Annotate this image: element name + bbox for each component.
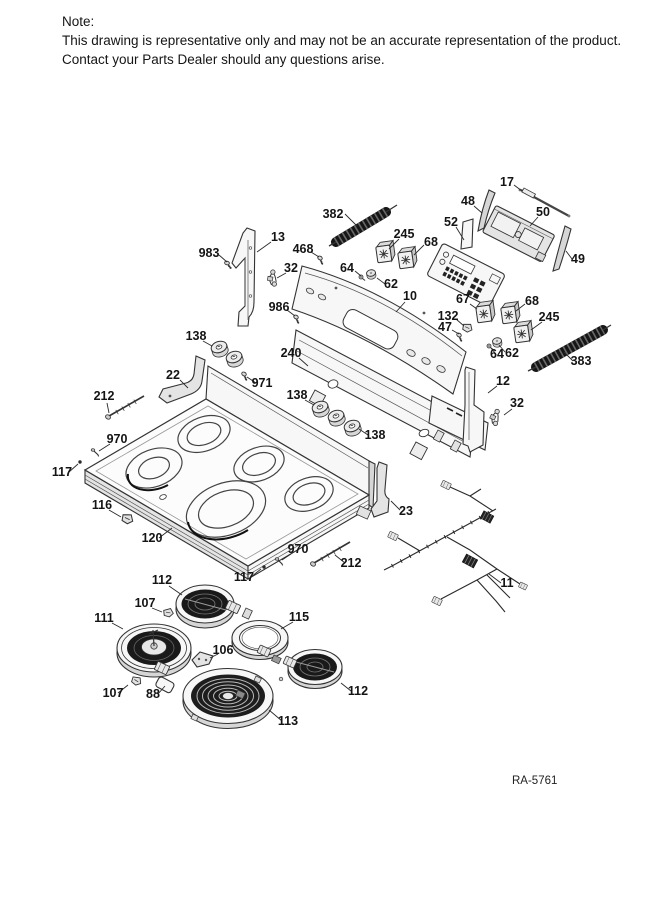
part-label-17: 17: [500, 175, 514, 189]
side-trim-bracket-13: [231, 227, 256, 327]
screw-212-left: [105, 395, 145, 420]
part-labels: 382 245 68 983 13 468 32 64 62 10 52 48 …: [52, 175, 592, 728]
part-label-50: 50: [536, 205, 550, 219]
part-label-245-a: 245: [394, 227, 415, 241]
part-label-62-a: 62: [384, 277, 398, 291]
radiant-element-112-right: [278, 648, 343, 690]
part-label-67: 67: [456, 292, 470, 306]
side-trim-bracket-12: [462, 366, 485, 453]
dual-radiant-element-113: [182, 667, 274, 730]
radiant-element-112-top: [175, 584, 253, 629]
control-panel-10: [291, 265, 467, 395]
part-label-986: 986: [269, 300, 290, 314]
screw-212-right: [310, 541, 351, 567]
part-label-138-b: 138: [287, 388, 308, 402]
part-label-10: 10: [403, 289, 417, 303]
rod-17: [518, 187, 571, 218]
part-label-12: 12: [496, 374, 510, 388]
part-label-383: 383: [571, 354, 592, 368]
part-label-49: 49: [571, 252, 585, 266]
part-label-245-b: 245: [539, 310, 560, 324]
part-label-32-a: 32: [284, 261, 298, 275]
coil-element-382: [328, 204, 398, 247]
part-label-106: 106: [213, 643, 234, 657]
part-label-48: 48: [461, 194, 475, 208]
note-line-1: This drawing is representative only and …: [62, 33, 622, 48]
part-label-970-b: 970: [288, 542, 309, 556]
burner-zones: [125, 414, 334, 538]
part-label-971: 971: [252, 376, 273, 390]
wiring-harness-11: [383, 479, 529, 613]
part-label-22: 22: [166, 368, 180, 382]
part-label-111: 111: [94, 611, 114, 625]
part-label-240: 240: [281, 346, 302, 360]
part-label-52: 52: [444, 215, 458, 229]
leader-lines: [68, 184, 574, 722]
note-title: Note:: [62, 14, 95, 29]
glass-cooktop-120: [83, 365, 376, 580]
diagram-reference-code: RA-5761: [512, 775, 558, 787]
part-label-112-b: 112: [348, 684, 368, 698]
radiant-element-111: [116, 623, 192, 678]
part-label-120: 120: [142, 531, 163, 545]
part-label-88: 88: [146, 687, 160, 701]
part-label-468: 468: [293, 242, 314, 256]
part-label-138-c: 138: [365, 428, 386, 442]
element-bracket-106: [191, 651, 214, 668]
note-line-2: Contact your Parts Dealer should any que…: [62, 52, 385, 67]
part-label-132: 132: [438, 309, 459, 323]
part-label-115: 115: [289, 610, 309, 624]
part-label-113: 113: [278, 714, 298, 728]
part-label-112-a: 112: [152, 573, 172, 587]
mount-strap-49: [552, 225, 572, 272]
part-label-62-b: 62: [505, 346, 519, 360]
part-label-64-a: 64: [340, 261, 354, 275]
support-bracket-22: [158, 355, 206, 404]
part-label-32-b: 32: [510, 396, 524, 410]
part-label-23: 23: [399, 504, 413, 518]
part-label-68-a: 68: [424, 235, 438, 249]
support-bracket-23: [355, 461, 390, 520]
part-label-212-a: 212: [94, 389, 115, 403]
part-label-107-a: 107: [135, 596, 156, 610]
part-label-983: 983: [199, 246, 220, 260]
control-board-50: [482, 205, 555, 263]
part-label-382: 382: [323, 207, 344, 221]
part-label-138-a: 138: [186, 329, 207, 343]
coil-element-383: [527, 324, 612, 372]
note-block: Note: This drawing is representative onl…: [62, 12, 621, 69]
part-label-117-a: 117: [52, 465, 72, 479]
part-label-11: 11: [500, 576, 513, 590]
bridge-element-115: [231, 619, 289, 665]
part-label-970-a: 970: [107, 432, 128, 446]
part-label-212-b: 212: [341, 556, 362, 570]
part-label-47: 47: [438, 320, 452, 334]
part-label-116: 116: [92, 498, 112, 512]
part-label-107-b: 107: [103, 686, 124, 700]
part-label-13: 13: [271, 230, 285, 244]
part-label-68-b: 68: [525, 294, 539, 308]
rear-deck-240: [291, 329, 475, 461]
fasteners: [78, 254, 504, 687]
part-label-117-b: 117: [234, 570, 254, 584]
control-overlay-52: [427, 218, 505, 307]
part-label-64-b: 64: [490, 347, 504, 361]
